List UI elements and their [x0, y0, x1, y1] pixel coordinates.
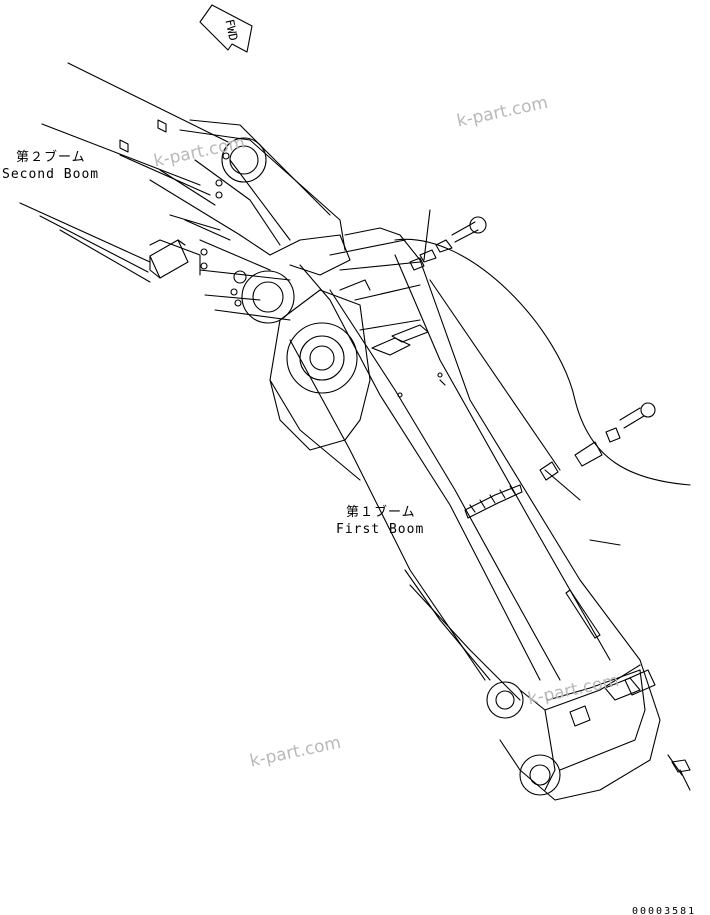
upper-clamp-bolt-assembly: [409, 209, 487, 271]
hydraulic-hose: [394, 238, 691, 546]
first-boom-label-jp: 第１ブーム: [346, 505, 416, 520]
first-boom-label-en: First Boom: [336, 522, 425, 537]
fwd-arrow-icon: [199, 4, 253, 53]
drawing-number: 00003581: [632, 906, 696, 915]
middle-clamp-bolt-assembly: [539, 402, 656, 481]
second-boom: [19, 62, 351, 324]
second-boom-label-jp: 第２ブーム: [16, 150, 86, 165]
first-boom: [269, 227, 691, 801]
second-boom-label-en: Second Boom: [2, 167, 100, 182]
